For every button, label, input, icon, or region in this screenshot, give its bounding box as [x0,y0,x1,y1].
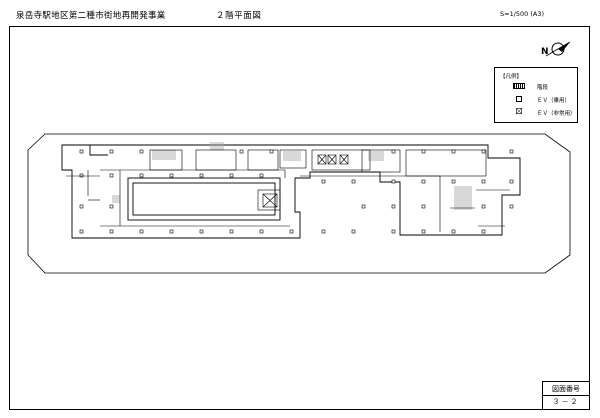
stairs-d [368,151,384,161]
escalators [66,175,510,227]
north-arrow-icon: N [541,41,571,57]
stairs-icon [513,83,525,89]
sheet-number-box: 図面番号 ３－２ [542,381,590,410]
sheet-number: ３－２ [552,398,580,406]
legend-box: 【凡例】 階段 ＥＶ（乗用） ＥＶ（非常用） [494,67,578,123]
sheet-number-label: 図面番号 [543,383,589,396]
stairs-a [152,150,176,160]
legend-label-stairs: 階段 [537,85,549,91]
legend-label-ev-emergency: ＥＶ（非常用） [537,111,576,117]
project-title: 泉岳寺駅地区第二種市街地再開発事業 [16,11,166,21]
corridor-lines [87,169,441,232]
floor-title: ２階平面図 [216,11,262,21]
drawing-frame [9,26,590,410]
inner-courtyard [127,177,281,221]
legend-label-ev: ＥＶ（乗用） [537,98,571,104]
legend-row-stairs: 階段 [495,82,579,92]
building-outline [61,144,521,239]
scale-label: S=1/500 (A3) [500,10,545,18]
stairs-f [112,195,120,203]
stairs-c [283,151,301,161]
stairs-group [112,142,472,210]
stairs-b [210,142,224,150]
structural-columns [79,149,514,234]
compass-label: N [541,47,549,57]
elevator-icon [516,96,522,102]
legend-row-ev-emergency: ＥＶ（非常用） [495,108,579,118]
legend-row-ev: ＥＶ（乗用） [495,95,579,105]
legend-title: 【凡例】 [500,74,523,80]
stairs-e [454,186,472,210]
site-boundary [27,133,571,274]
elevator-nonpassenger-icon [516,108,522,114]
elevator-cores [262,154,349,208]
